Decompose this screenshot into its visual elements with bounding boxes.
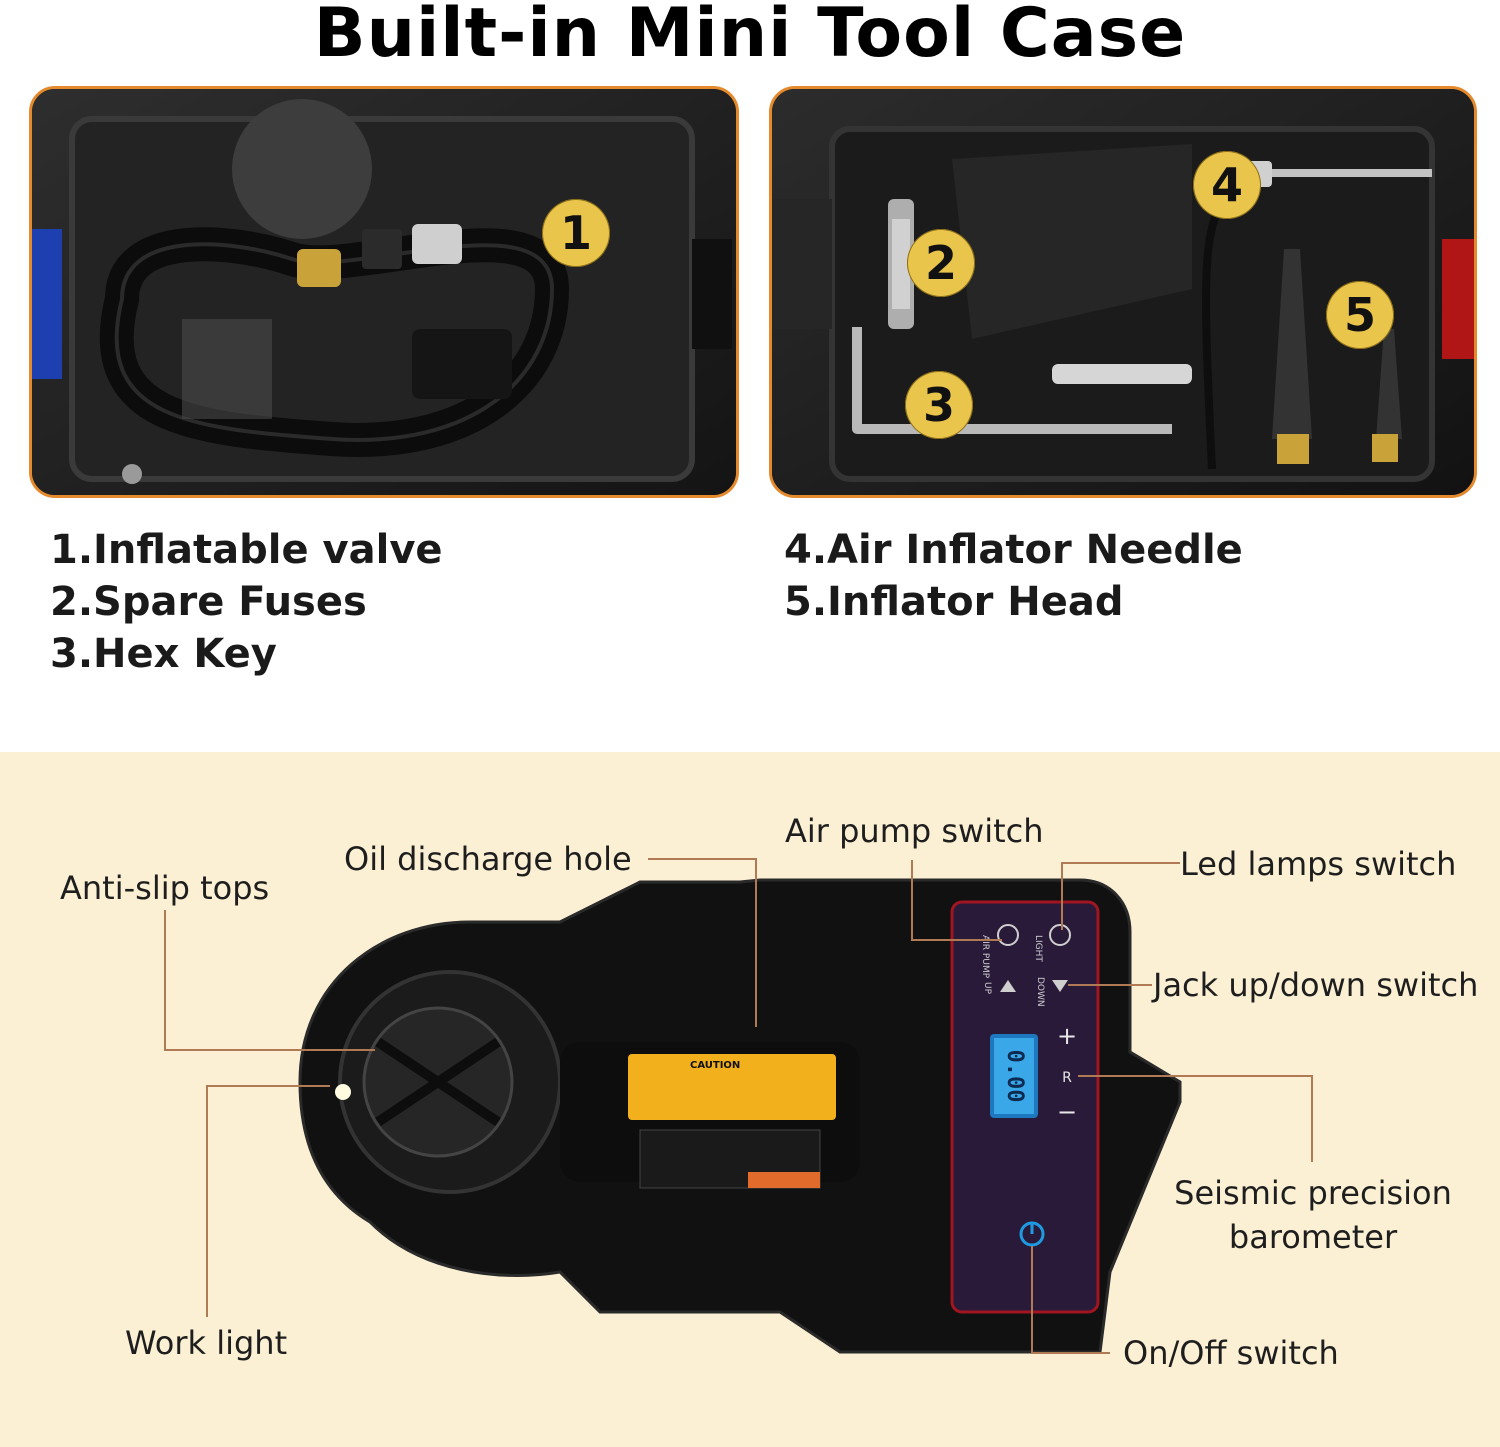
badge-4: 4: [1193, 151, 1261, 219]
minus-button[interactable]: −: [1057, 1098, 1077, 1126]
down-label: DOWN: [1035, 977, 1045, 1007]
parts-list-right: 4.Air Inflator Needle 5.Inflator Head: [784, 524, 1243, 628]
up-arrow-icon[interactable]: [1000, 980, 1016, 992]
list-item: 3.Hex Key: [50, 631, 277, 677]
callout-barometer: Seismic precision barometer: [1170, 1173, 1456, 1257]
list-item: 5.Inflator Head: [784, 579, 1124, 625]
up-label: UP: [982, 982, 992, 995]
list-item: 2.Spare Fuses: [50, 579, 367, 625]
list-item: 1.Inflatable valve: [50, 527, 443, 573]
tool-case-photo-right: 2 3 4 5: [769, 86, 1477, 498]
list-item: 4.Air Inflator Needle: [784, 527, 1243, 573]
down-arrow-icon[interactable]: [1052, 980, 1068, 992]
tool-case-illustration-left: [32, 89, 736, 495]
air-pump-button-icon[interactable]: [997, 924, 1019, 946]
plus-button[interactable]: +: [1057, 1022, 1077, 1050]
caution-label: CAUTION: [690, 1060, 740, 1071]
device-illustration: CAUTION 0.00 + R − AIR PUMP LIGHT UP DOW…: [164, 858, 1313, 1354]
light-button-icon[interactable]: [1049, 924, 1071, 946]
lcd-readout: 0.00: [1002, 1050, 1027, 1103]
device-diagram-section: CAUTION 0.00 + R − AIR PUMP LIGHT UP DOW…: [0, 752, 1500, 1447]
air-pump-label: AIR PUMP: [980, 935, 990, 979]
callout-oil-discharge-hole: Oil discharge hole: [344, 840, 632, 878]
parts-list-left: 1.Inflatable valve 2.Spare Fuses 3.Hex K…: [50, 524, 443, 680]
callout-on-off-switch: On/Off switch: [1123, 1334, 1339, 1372]
light-label: LIGHT: [1033, 935, 1043, 962]
page-title: Built-in Mini Tool Case: [313, 0, 1187, 73]
callout-air-pump-switch: Air pump switch: [785, 812, 1044, 850]
badge-5: 5: [1326, 281, 1394, 349]
badge-1: 1: [542, 199, 610, 267]
badge-2: 2: [907, 229, 975, 297]
callout-work-light: Work light: [125, 1324, 288, 1362]
callout-led-lamps-switch: Led lamps switch: [1180, 845, 1457, 883]
badge-3: 3: [905, 371, 973, 439]
callout-barometer-line2: barometer: [1228, 1218, 1398, 1256]
tool-case-photo-left: 1: [29, 86, 739, 498]
callout-jack-switch: Jack up/down switch: [1153, 966, 1479, 1004]
callout-anti-slip-tops: Anti-slip tops: [60, 869, 270, 907]
reset-button[interactable]: R: [1062, 1070, 1072, 1086]
callout-barometer-line1: Seismic precision: [1174, 1174, 1452, 1212]
